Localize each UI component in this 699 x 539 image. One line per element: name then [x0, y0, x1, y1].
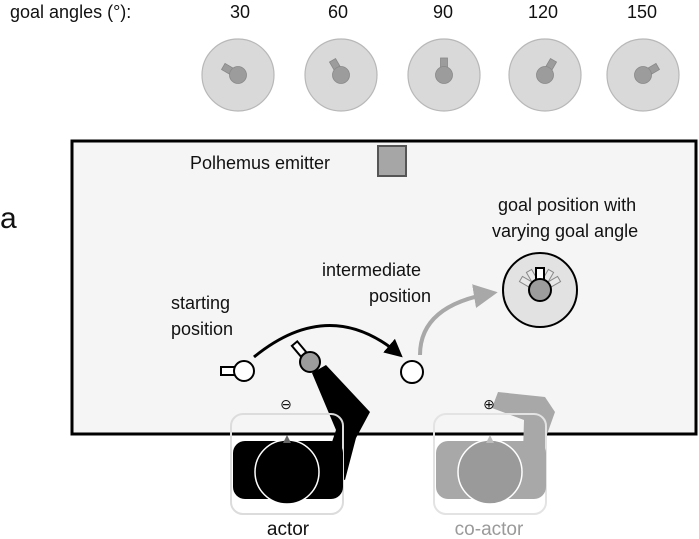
movement-arrow-actor	[253, 324, 403, 359]
intermediate-position-label: intermediate	[322, 260, 421, 280]
goal-dial-30	[201, 38, 275, 112]
intermediate-position-label: position	[369, 286, 431, 306]
intermediate-position-marker	[400, 360, 424, 384]
movement-arrow-coactor	[418, 284, 498, 356]
goal-dial-120	[508, 38, 582, 112]
goal-dial-90	[407, 38, 481, 112]
polhemus-emitter-icon	[377, 145, 407, 177]
goal-angles-label: goal angles (°):	[10, 2, 131, 22]
goal-angle-value: 150	[627, 2, 657, 22]
starting-position-label: starting	[171, 293, 230, 313]
table-surface	[70, 139, 698, 436]
goal-position-label: varying goal angle	[492, 221, 638, 241]
goal-angle-value: 120	[528, 2, 558, 22]
actor-arm	[312, 365, 370, 480]
coactor-label: co-actor	[455, 519, 524, 539]
goal-position-dial	[502, 252, 578, 328]
coactor-plus-sign: ⊕	[483, 396, 495, 412]
actor-figure: ⊖	[230, 396, 344, 515]
starting-position-label: position	[171, 319, 233, 339]
goal-dial-150	[606, 38, 680, 112]
panel-label: a	[0, 202, 17, 235]
goal-dial-60	[304, 38, 378, 112]
actor-label: actor	[267, 519, 310, 539]
goal-angle-value: 60	[328, 2, 348, 22]
goal-position-label: goal position with	[498, 195, 636, 215]
coactor-figure: ⊕	[433, 396, 547, 515]
emitter-label: Polhemus emitter	[190, 153, 330, 173]
goal-angle-value: 90	[433, 2, 453, 22]
actor-held-knob	[290, 339, 321, 373]
actor-minus-sign: ⊖	[280, 396, 292, 412]
starting-position-marker	[220, 360, 255, 382]
goal-angle-value: 30	[230, 2, 250, 22]
